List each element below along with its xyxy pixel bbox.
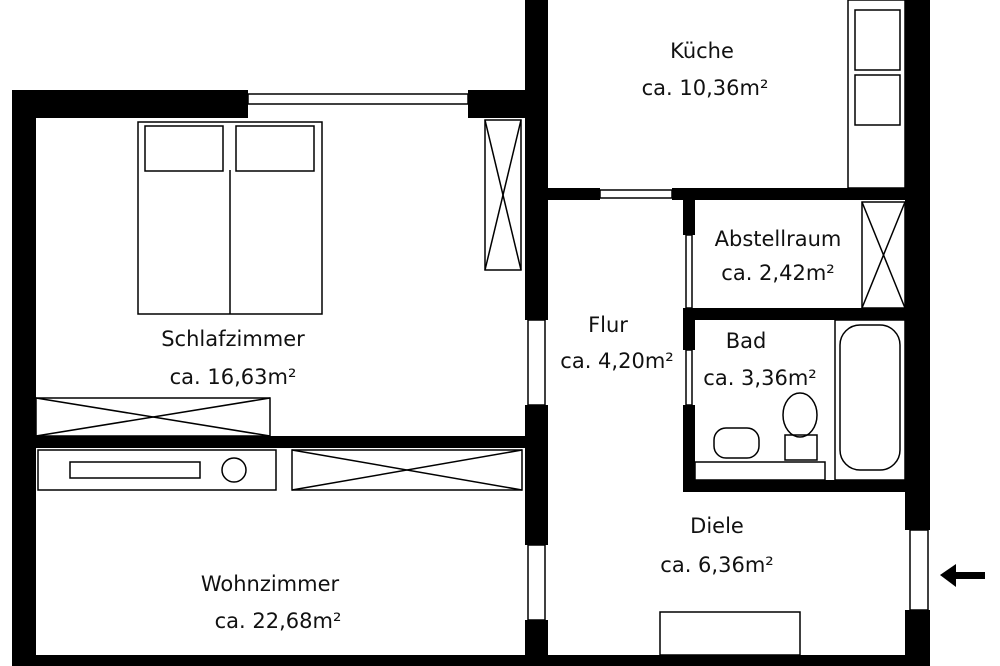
room-name-schlafzimmer: Schlafzimmer <box>161 327 305 351</box>
walls <box>12 0 930 666</box>
room-name-bad: Bad <box>726 329 767 353</box>
room-area-abstellraum: ca. 2,42m² <box>721 261 834 285</box>
room-name-flur: Flur <box>588 313 628 337</box>
wardrobe <box>35 119 906 491</box>
room-name-wohnzimmer: Wohnzimmer <box>201 572 340 596</box>
bed <box>137 121 323 315</box>
room-name-kueche: Küche <box>670 39 734 63</box>
room-name-diele: Diele <box>690 514 744 538</box>
windows <box>247 93 929 621</box>
arrow-left-icon <box>940 564 985 587</box>
tv-sideboard <box>37 449 277 491</box>
room-area-kueche: ca. 10,36m² <box>642 76 769 100</box>
room-area-schlafzimmer: ca. 16,63m² <box>170 365 297 389</box>
room-area-flur: ca. 4,20m² <box>560 349 673 373</box>
coat-rack <box>659 611 801 656</box>
kitchen-counter <box>847 0 906 189</box>
room-area-wohnzimmer: ca. 22,68m² <box>215 609 342 633</box>
bathroom-fixtures <box>694 319 906 481</box>
room-area-bad: ca. 3,36m² <box>703 366 816 390</box>
room-name-abstellraum: Abstellraum <box>715 227 842 251</box>
room-area-diele: ca. 6,36m² <box>660 553 773 577</box>
